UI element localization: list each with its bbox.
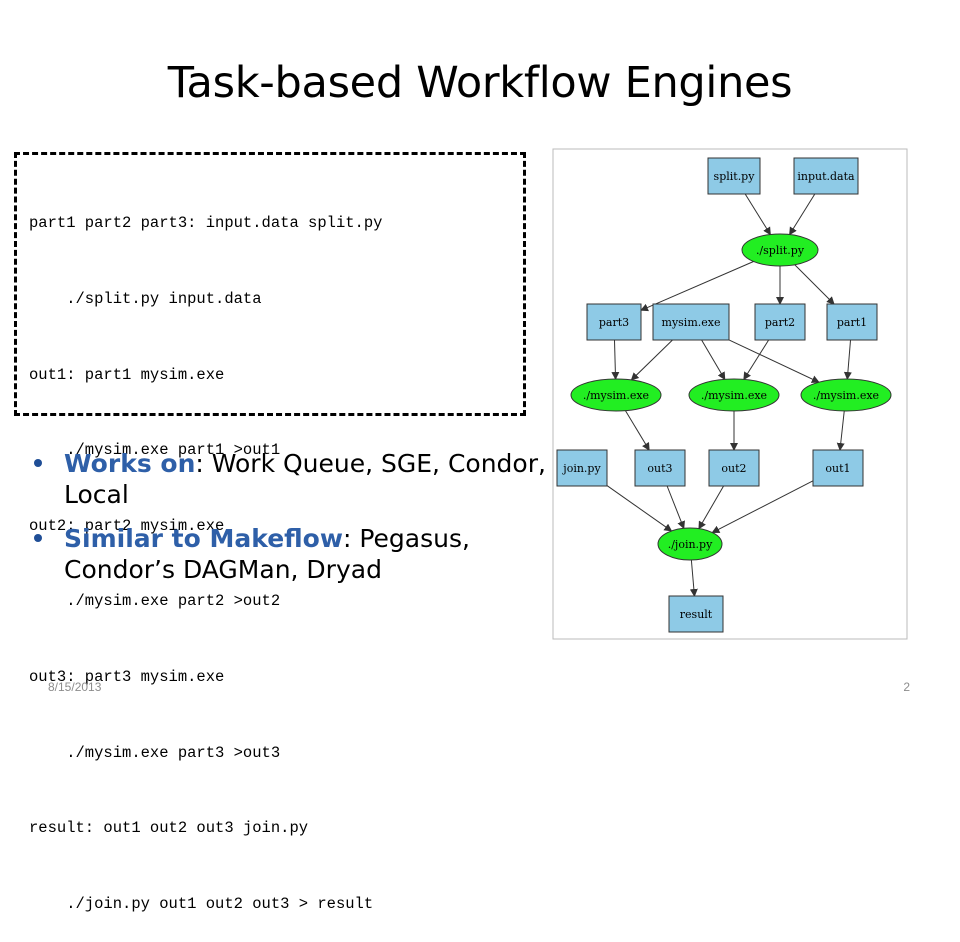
node-mysim: mysim.exe xyxy=(652,303,730,341)
code-line: out2: part2 mysim.exe xyxy=(29,516,225,535)
edge-sim_a-to-out3 xyxy=(625,410,650,451)
node-join-py: join.py xyxy=(556,449,608,487)
bullet-label: Similar to Makeflow xyxy=(64,524,343,553)
file-node-shape xyxy=(668,595,724,633)
node-part1: part1 xyxy=(826,303,878,341)
bullet-list: Works on: Work Queue, SGE, Condor, Local… xyxy=(34,448,554,598)
edge-part1-to-sim_c xyxy=(843,339,852,381)
node-sim-c: ./mysim.exe xyxy=(800,378,892,412)
node-label: split.py xyxy=(714,170,756,183)
code-line: ./join.py out1 out2 out3 > result xyxy=(29,894,374,913)
edge-join_py-to-join_task xyxy=(606,485,673,532)
edge-out3-to-join_task xyxy=(666,485,685,530)
edge-part2-to-sim_b xyxy=(743,339,770,381)
file-node-shape xyxy=(812,449,864,487)
edge-part3-to-sim_a xyxy=(611,339,620,381)
code-line: result: out1 out2 out3 join.py xyxy=(29,819,309,838)
node-label: out1 xyxy=(825,462,850,475)
bullet-label: Works on xyxy=(64,449,196,478)
node-label: input.data xyxy=(797,170,855,183)
file-node-shape xyxy=(556,449,608,487)
node-label: join.py xyxy=(561,462,601,475)
bullet-dot-icon xyxy=(34,534,42,542)
node-part2: part2 xyxy=(754,303,806,341)
node-part3: part3 xyxy=(586,303,642,341)
node-label: ./mysim.exe xyxy=(701,389,767,402)
task-node-shape xyxy=(657,527,723,561)
node-out1: out1 xyxy=(812,449,864,487)
node-out2: out2 xyxy=(708,449,760,487)
edge-sim_c-to-out1 xyxy=(836,410,845,451)
file-node-shape xyxy=(754,303,806,341)
edge-out2-to-join_task xyxy=(698,485,725,530)
slide-title: Task-based Workflow Engines xyxy=(167,58,793,108)
edge-input_data-to-split_task xyxy=(789,193,816,236)
task-node-shape xyxy=(800,378,892,412)
node-sim-b: ./mysim.exe xyxy=(688,378,780,412)
edge-join_task-to-result xyxy=(689,559,698,597)
bullet-dot-icon xyxy=(34,459,42,467)
node-label: ./split.py xyxy=(756,244,805,257)
bullet-works-on: Works on: Work Queue, SGE, Condor, Local xyxy=(34,448,554,510)
edge-out1-to-join_task xyxy=(711,480,814,533)
task-node-shape xyxy=(741,233,819,267)
edge-split_task-to-part3 xyxy=(640,261,754,312)
code-line: ./mysim.exe part1 >out1 xyxy=(29,441,281,460)
edge-mysim-to-sim_b xyxy=(701,339,726,381)
file-node-shape xyxy=(652,303,730,341)
code-line: ./split.py input.data xyxy=(29,290,262,309)
node-join-task: ./join.py xyxy=(657,527,723,561)
edge-split_py-to-split_task xyxy=(744,193,771,236)
node-label: result xyxy=(680,608,713,621)
task-node-shape xyxy=(570,378,662,412)
node-split-py: split.py xyxy=(707,157,761,195)
task-node-shape xyxy=(688,378,780,412)
node-label: part1 xyxy=(837,316,867,329)
node-label: ./join.py xyxy=(668,538,713,551)
makefile-code-box: part1 part2 part3: input.data split.py .… xyxy=(14,152,526,913)
code-line: ./mysim.exe part2 >out2 xyxy=(29,592,281,611)
node-label: part3 xyxy=(599,316,629,329)
edge-mysim-to-sim_a xyxy=(630,339,673,381)
node-label: part2 xyxy=(765,316,795,329)
file-node-shape xyxy=(826,303,878,341)
bullet-text: : Work Queue, SGE, Condor, Local xyxy=(64,449,546,509)
node-label: mysim.exe xyxy=(662,316,721,329)
file-node-shape xyxy=(707,157,761,195)
node-label: out3 xyxy=(647,462,672,475)
node-split-task: ./split.py xyxy=(741,233,819,267)
node-label: ./mysim.exe xyxy=(583,389,649,402)
page-number: 2 xyxy=(903,680,910,694)
node-out3: out3 xyxy=(634,449,686,487)
file-node-shape xyxy=(793,157,859,195)
code-line: ./mysim.exe part3 >out3 xyxy=(29,743,281,762)
file-node-shape xyxy=(634,449,686,487)
code-line: out1: part1 mysim.exe xyxy=(29,365,225,384)
footer-date: 8/15/2013 xyxy=(48,680,102,694)
node-label: ./mysim.exe xyxy=(813,389,879,402)
edge-mysim-to-sim_c xyxy=(728,339,820,383)
node-sim-a: ./mysim.exe xyxy=(570,378,662,412)
code-line: out3: part3 mysim.exe xyxy=(29,668,225,687)
file-node-shape xyxy=(586,303,642,341)
bullet-text: : Pegasus, Condor’s DAGMan, Dryad xyxy=(64,524,470,584)
code-line: part1 part2 part3: input.data split.py xyxy=(29,214,383,233)
node-label: out2 xyxy=(721,462,746,475)
node-input-data: input.data xyxy=(793,157,859,195)
edge-split_task-to-part1 xyxy=(794,264,835,305)
node-result: result xyxy=(668,595,724,633)
file-node-shape xyxy=(708,449,760,487)
bullet-similar-to: Similar to Makeflow: Pegasus, Condor’s D… xyxy=(34,523,554,585)
workflow-dag-diagram: split.py input.data ./split.py part3 mysim.e… xyxy=(552,148,908,640)
